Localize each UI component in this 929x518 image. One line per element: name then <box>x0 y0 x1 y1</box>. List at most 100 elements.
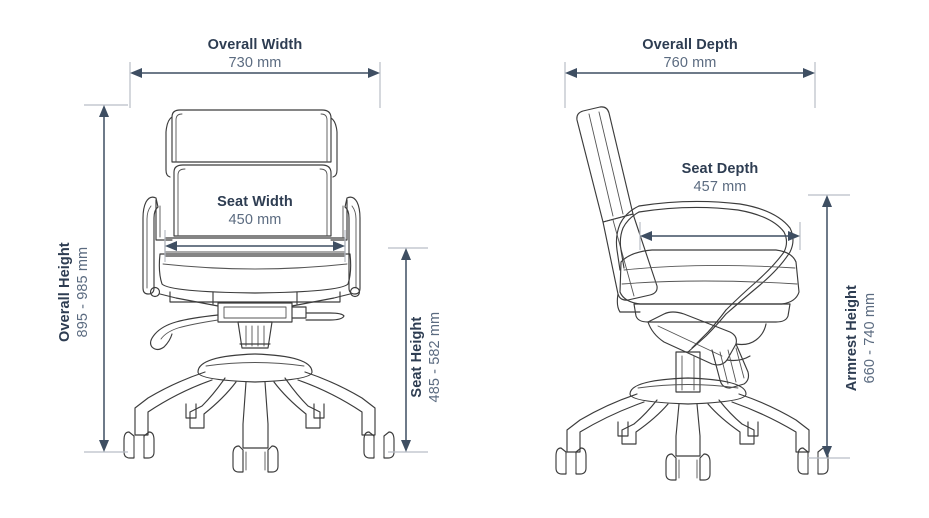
side-height-paddle-ribs <box>719 347 745 385</box>
dimension-seat-height <box>388 247 428 453</box>
label-seat-height: Seat Height 485 - 582 mm <box>408 247 444 467</box>
side-seat-cushion <box>619 249 800 305</box>
side-seat-cushion-crease-1 <box>623 264 796 271</box>
dimension-seat-width <box>164 230 346 262</box>
side-armrest-rear-post <box>615 205 640 271</box>
dimension-seat-depth <box>639 222 801 250</box>
side-backrest-upper-seam-2 <box>598 111 624 215</box>
front-backrest-upper <box>171 109 332 163</box>
label-seat-depth-value: 457 mm <box>693 179 747 196</box>
front-mech-crossbar-right <box>291 293 351 307</box>
front-mechanism-housing-right-block <box>291 306 307 319</box>
front-mech-crossbar-left <box>159 293 219 307</box>
overall-depth-arrow-right <box>803 68 815 78</box>
front-base-leg-mid-left <box>189 377 237 429</box>
side-base-leg-far-right <box>731 393 810 453</box>
side-caster-3-inner <box>678 459 698 479</box>
label-overall-depth: Overall Depth 760 mm <box>565 36 815 72</box>
side-mechanism-housing-seam <box>657 325 723 357</box>
side-armrest-loop-outer <box>638 200 794 315</box>
side-seat-underside <box>633 303 791 323</box>
side-caster-1-inner <box>565 453 577 473</box>
seat-width-arrow-right <box>333 241 345 251</box>
side-backrest-lower <box>602 213 658 301</box>
label-armrest-height-name: Armrest Height <box>843 285 860 392</box>
front-caster-1-left <box>123 431 135 459</box>
label-seat-width-name: Seat Width <box>217 194 293 210</box>
front-view-chair-drawing <box>123 109 395 473</box>
front-tilt-knob-arm-inner <box>160 319 219 340</box>
side-leg-stub-left <box>617 421 629 437</box>
front-backrest-lower-inner-right <box>319 168 328 237</box>
front-caster-3-right <box>267 445 279 473</box>
side-base-hub <box>629 377 747 405</box>
front-mechanism-housing <box>217 302 293 323</box>
side-base-leg-center <box>675 403 701 457</box>
front-base-leg-center <box>242 381 269 449</box>
front-tilt-knob-arm <box>149 314 219 351</box>
front-backrest-wing-right <box>330 117 338 178</box>
side-height-paddle <box>711 343 750 389</box>
front-base-leg-mid-right <box>273 377 321 429</box>
front-base-hub <box>197 353 313 383</box>
front-base-hub-top-line <box>205 362 305 367</box>
overall-height-arrow-bottom <box>99 440 109 452</box>
side-caster-2-left <box>797 447 809 475</box>
label-seat-width-value: 450 mm <box>228 212 282 229</box>
label-seat-width: Seat Width 450 mm <box>162 193 348 229</box>
front-backrest-upper-inner-right <box>320 113 328 163</box>
overall-width-arrow-right <box>368 68 380 78</box>
side-tilt-lever <box>735 323 767 346</box>
front-height-lever <box>305 312 345 321</box>
label-overall-width: Overall Width 730 mm <box>130 36 380 72</box>
front-caster-2-left <box>363 431 375 459</box>
side-armrest-rear-post-2 <box>619 211 640 269</box>
dimension-overall-height <box>84 104 128 453</box>
side-backrest-upper-seam-1 <box>588 113 614 217</box>
side-leg-stub-right <box>747 421 759 437</box>
front-armrest-left-inner <box>146 205 152 289</box>
front-armrest-left <box>142 196 159 295</box>
side-caster-1-left <box>555 447 567 475</box>
seat-depth-arrow-right <box>788 231 800 241</box>
side-backrest-connector <box>616 293 641 313</box>
seat-width-arrow-left <box>165 241 177 251</box>
side-caster-3-left <box>665 453 677 481</box>
seat-depth-arrow-left <box>640 231 652 241</box>
front-knob-left <box>149 286 161 298</box>
front-armrest-left-support <box>155 199 173 241</box>
overall-width-arrow-left <box>130 68 142 78</box>
front-backrest-lower <box>173 164 332 237</box>
side-caster-3-right <box>699 453 711 481</box>
dimension-overall-width <box>129 62 381 108</box>
label-overall-height-value: 895 - 985 mm <box>75 246 91 338</box>
front-base-leg-far-right <box>297 371 376 436</box>
overall-depth-arrow-left <box>565 68 577 78</box>
front-backrest-upper-inner-left <box>175 113 183 163</box>
label-overall-depth-name: Overall Depth <box>642 37 738 53</box>
front-caster-3-inner <box>245 451 266 471</box>
label-armrest-height: Armrest Height 660 - 740 mm <box>843 223 879 453</box>
label-overall-depth-value: 760 mm <box>663 55 717 72</box>
front-backrest-wing-left <box>165 116 173 178</box>
side-gas-cylinder <box>675 351 701 393</box>
front-backrest-lower-inner-left <box>177 168 186 237</box>
label-overall-height: Overall Height 895 - 985 mm <box>56 182 92 402</box>
label-seat-depth-name: Seat Depth <box>681 161 759 177</box>
label-armrest-height-value: 660 - 740 mm <box>862 292 878 384</box>
seat-height-arrow-bottom <box>401 440 411 452</box>
dimension-overall-depth <box>564 62 816 108</box>
front-leg-stub-left <box>185 403 197 419</box>
front-seat-frame-band <box>164 237 346 257</box>
side-caster-1-right <box>575 447 587 475</box>
side-armrest-loop-outer-2 <box>638 206 788 311</box>
label-seat-depth: Seat Depth 457 mm <box>645 160 795 196</box>
front-mechanism-housing-inner <box>223 306 287 319</box>
label-overall-width-name: Overall Width <box>207 37 303 53</box>
side-seat-cushion-crease-2 <box>621 280 798 285</box>
side-mechanism-housing <box>647 311 737 366</box>
label-overall-width-value: 730 mm <box>228 55 282 72</box>
label-overall-height-name: Overall Height <box>56 242 73 342</box>
armrest-height-arrow-bottom <box>822 446 832 458</box>
